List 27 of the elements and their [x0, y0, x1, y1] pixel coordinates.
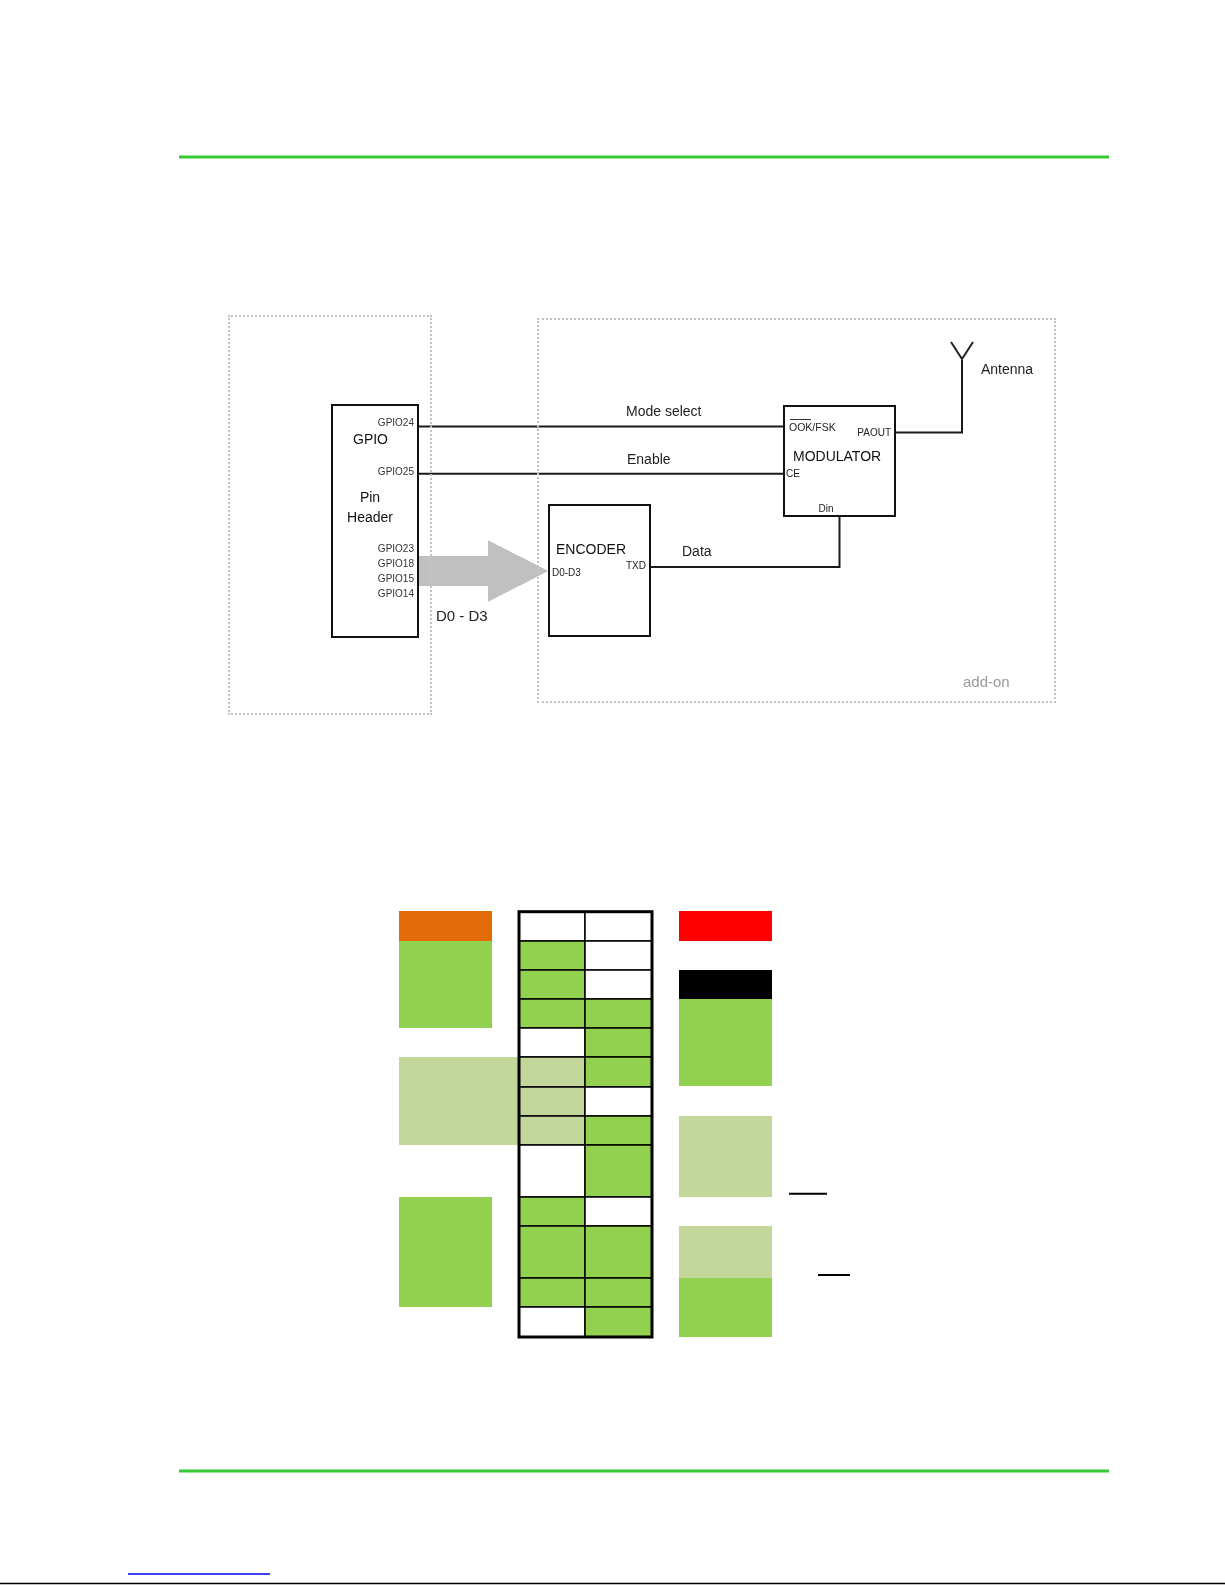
encoder-box: [548, 504, 651, 637]
connector-line: [418, 425, 784, 428]
pin-header-box: [331, 404, 419, 638]
pin-label: GPIO18: [377, 558, 414, 570]
block-title: ENCODER: [556, 540, 626, 558]
connector-line: [650, 516, 841, 568]
connector-line: [418, 472, 784, 475]
pin-label: Din: [818, 503, 834, 515]
pin-label: OOK/FSK: [789, 420, 836, 434]
component-label: Antenna: [981, 360, 1034, 378]
block-title: GPIO: [353, 430, 388, 448]
pin-label: PAOUT: [857, 427, 891, 439]
connector-line: [895, 359, 963, 434]
pin-label: D0-D3: [552, 567, 581, 579]
pin-label: GPIO15: [377, 573, 414, 585]
block-title: Pin Header: [346, 488, 394, 527]
pin-label: TXD: [626, 560, 646, 572]
pin-label: CE: [786, 468, 800, 480]
pin-label: GPIO14: [377, 588, 414, 600]
dotted-group-outline: [228, 315, 432, 715]
pin-label: GPIO25: [377, 466, 414, 478]
modulator-box: [783, 405, 896, 517]
pin-label: GPIO23: [377, 543, 414, 555]
block-title: MODULATOR: [793, 447, 882, 465]
block-arrow: [419, 540, 548, 602]
group-label: add-on: [963, 673, 1010, 691]
pin-label: GPIO24: [377, 417, 414, 429]
